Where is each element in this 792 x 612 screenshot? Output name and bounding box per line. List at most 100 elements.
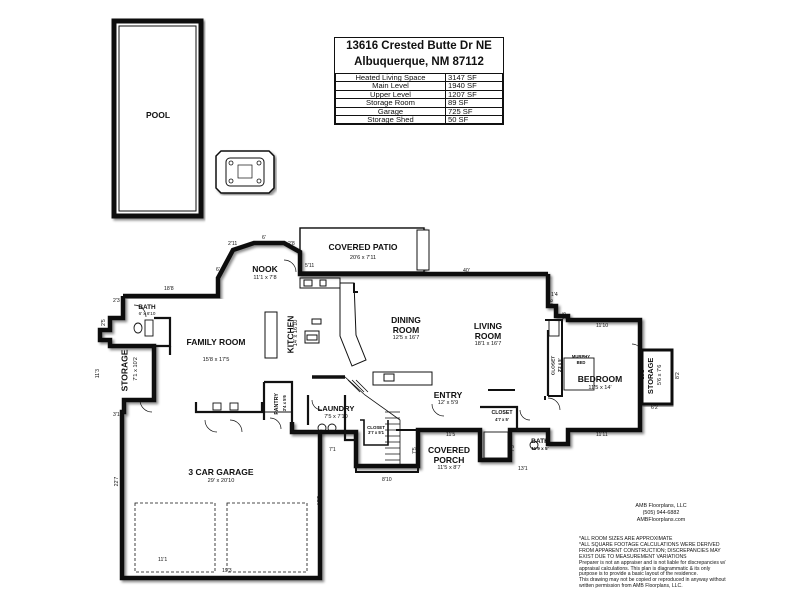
area-value: 89 SF: [445, 98, 503, 108]
dim-label: 7'5: [411, 447, 418, 454]
entry-size: 12' x 5'9: [437, 400, 459, 406]
dim-label: 1'4: [551, 292, 558, 298]
bedroom-label: BEDROOM: [577, 374, 623, 384]
pantry-size: 3'4 x 5'6: [281, 395, 287, 412]
disclaimer-notes: *ALL ROOM SIZES ARE APPROXIMATE *ALL SQU…: [579, 536, 779, 590]
bath-upper-label: BATH: [138, 304, 156, 311]
patio-size: 20'6 x 7'11: [349, 255, 377, 261]
dim-label: 11'5: [446, 432, 456, 438]
area-value: 1207 SF: [445, 89, 503, 100]
note-line: FROM APPARENT CONSTRUCTION; DISCREPANCIE…: [579, 547, 721, 554]
bath-lower-size: 11'9 x 5': [531, 446, 549, 451]
porch-size: 11'5 x 8'7: [437, 465, 461, 471]
dim-label: 11'3: [95, 368, 102, 379]
address-line-1: 13616 Crested Butte Dr NE: [346, 40, 492, 52]
note-line: *ALL ROOM SIZES ARE APPROXIMATE: [579, 536, 673, 542]
dim-label: 11'1: [158, 557, 168, 563]
dim-label: 11'10: [596, 323, 609, 329]
dim-label: 22'7: [114, 476, 121, 487]
laundry-closet-size: 3'7 x 5'1: [368, 430, 384, 435]
area-summary-table: 13616 Crested Butte Dr NE Albuquerque, N…: [334, 37, 504, 126]
note-line: EXIST DUE TO MEASUREMENT VARIATIONS: [579, 553, 687, 560]
area-label: Storage Room: [335, 98, 446, 108]
family-room-label: FAMILY ROOM: [186, 337, 246, 347]
note-line: written permission from AMB Floorplans, …: [579, 583, 683, 590]
dim-label: 7'3: [509, 445, 516, 452]
staircase: [312, 376, 401, 466]
garage-doors: [134, 502, 308, 573]
dim-label: 2'8: [288, 241, 295, 247]
pantry-label: PANTRY: [274, 393, 281, 415]
entry-closet-label: CLOSET: [491, 410, 513, 416]
storage-shed-label: STORAGE: [646, 357, 656, 395]
dim-label: 7'1: [329, 447, 336, 453]
storage-shed: [640, 348, 674, 406]
nook-size: 11'1 x 7'8: [253, 275, 277, 281]
dim-label: 8'2: [674, 372, 681, 379]
dim-label: 18'8: [164, 286, 174, 292]
door-swings: [133, 259, 643, 433]
address-line-2: Albuquerque, NM 87112: [354, 56, 484, 68]
company-phone: (505) 944-6882: [642, 510, 680, 516]
company-website: AMBFloorplans.com: [636, 517, 686, 523]
dining-room-label: DINING ROOM: [391, 315, 421, 335]
area-value: 50 SF: [445, 115, 503, 125]
dim-label: 4': [563, 441, 570, 446]
dim-label: 6': [216, 267, 220, 273]
note-line: This drawing may not be copied or reprod…: [579, 577, 726, 584]
bath-upper-size: 6' x 6'10: [138, 311, 156, 316]
company-info: AMB Floorplans, LLC (505) 944-6882 AMBFl…: [606, 503, 716, 524]
company-name: AMB Floorplans, LLC: [635, 503, 687, 509]
pool-label: POOL: [145, 110, 171, 120]
laundry-closet-label: CLOSET: [367, 425, 385, 430]
area-label: Storage Shed: [335, 115, 446, 125]
house-walls: [97, 240, 643, 581]
porch-label: COVERED PORCH: [427, 445, 471, 465]
living-room-label: LIVING ROOM: [473, 321, 503, 341]
dim-label: 40': [463, 268, 470, 274]
storage-left-size: 7'1 x 10'2: [133, 357, 140, 381]
storage-left-label: STORAGE: [119, 349, 130, 392]
dim-label: 5'8: [561, 312, 568, 319]
dim-label: 2'3: [113, 298, 120, 304]
family-room-size: 15'8 x 17'5: [202, 357, 230, 363]
dim-label: 13'5: [317, 495, 324, 506]
laundry-size: 7'5 x 7'10: [324, 414, 348, 420]
kitchen-size: 14' x 16'10: [293, 319, 300, 347]
murphy-bed-label: MURPHY: [571, 354, 591, 359]
dim-label: 19'3: [222, 568, 232, 574]
storage-shed-size: 5'6 x 7'6: [657, 364, 664, 386]
dim-label: 6'2: [651, 405, 658, 411]
entry-label: ENTRY: [433, 390, 463, 400]
nook-label: NOOK: [252, 264, 278, 274]
dim-label: 2'5: [100, 319, 107, 326]
living-room-size: 18'1 x 16'7: [474, 341, 502, 347]
bedroom-size: 11'5 x 14': [588, 385, 612, 391]
entry-closet-size: 4'7 x 5': [495, 417, 509, 422]
kitchen-fixtures: [264, 277, 433, 413]
dim-label: 13'1: [518, 466, 528, 472]
note-line: *ALL SQUARE FOOTAGE CALCULATIONS WERE DE…: [579, 541, 720, 548]
dim-label: 5'6: [548, 299, 555, 306]
dim-label: 13'2: [640, 369, 647, 380]
murphy-bed-size: BED: [576, 360, 586, 365]
bedroom-closet-size: 2'2 x 5': [556, 358, 562, 373]
garage-label: 3 CAR GARAGE: [188, 467, 254, 477]
dim-label: 8'10: [382, 477, 392, 483]
dim-label: 3'1: [113, 412, 120, 418]
note-line: purpose is to provide a basic layout of …: [579, 571, 698, 578]
dining-room-size: 12'5 x 16'7: [392, 335, 420, 341]
covered-patio: [299, 227, 425, 273]
dim-label: 11'11: [596, 432, 608, 438]
dim-label: 2'11: [228, 241, 238, 247]
patio-label: COVERED PATIO: [328, 242, 398, 252]
note-line: appraisal calculations. This plan is dia…: [579, 565, 711, 572]
laundry-label: LAUNDRY: [317, 404, 355, 413]
